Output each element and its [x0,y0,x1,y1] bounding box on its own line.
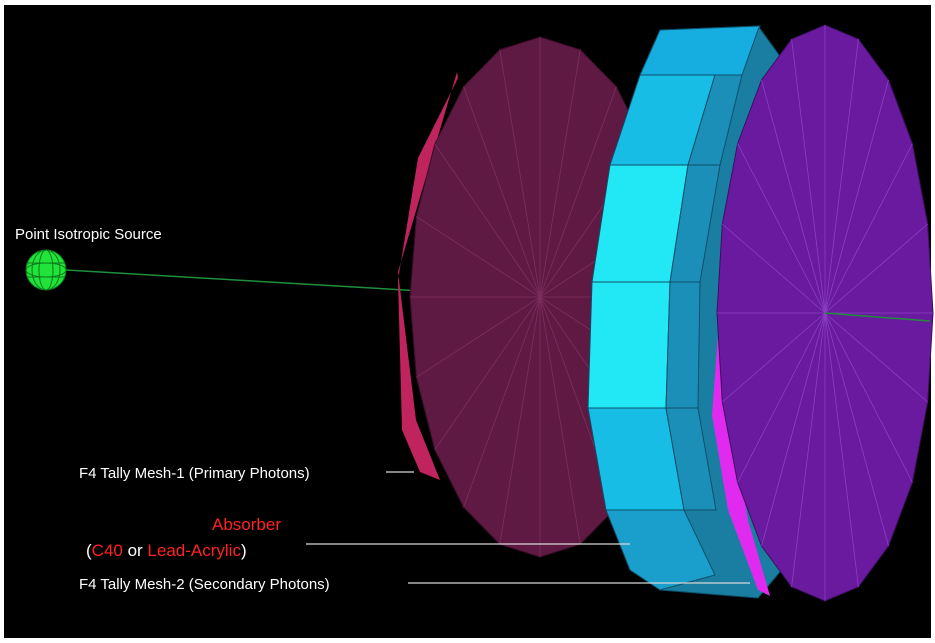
absorber-open-paren: ( [86,541,92,560]
disc-spoke [824,312,859,587]
absorber-materials: (C40 or Lead-Acrylic) [86,541,247,560]
absorber-segment-4 [587,281,671,409]
disc-spoke [761,312,826,547]
disc-spoke [824,312,889,547]
disc-spoke [722,223,826,314]
disc-spoke [791,39,826,314]
disc-spoke [791,312,826,587]
disc-spoke [434,296,541,451]
disc-spoke [722,312,826,403]
disc-spoke [824,223,928,314]
beam-axis-front [824,312,931,322]
disc-spoke [463,296,541,508]
absorber-inner-4 [665,281,701,409]
disc-spoke [416,216,541,298]
disc-spoke [824,312,913,483]
disc-spoke [499,296,541,545]
mesh1-rim [398,72,458,480]
mesh2-spokes [717,25,933,601]
disc-spoke [539,49,581,298]
disc-spoke [434,143,541,298]
absorber-close-paren: ) [241,541,247,560]
absorber-material-lead-acrylic: Lead-Acrylic [147,541,241,560]
disc-spoke [824,312,928,403]
disc-spoke [737,312,826,483]
disc-spoke [499,49,541,298]
disc-spoke [463,86,541,298]
disc-spoke [539,86,617,298]
disc-spoke [761,79,826,314]
disc-spoke [416,296,541,378]
mesh2-rim [712,75,780,596]
source-label: Point Isotropic Source [15,226,162,243]
disc-spoke [824,39,859,314]
absorber-material-c40: C40 [92,541,123,560]
absorber-inner-5 [665,407,717,511]
absorber-title: Absorber [212,515,281,534]
mesh2-label: F4 Tally Mesh-2 (Secondary Photons) [79,576,330,593]
disc-spoke [737,143,826,314]
source-sphere-icon [25,249,67,291]
disc-spoke [824,143,913,314]
mesh1-label: F4 Tally Mesh-1 (Primary Photons) [79,465,310,482]
disc-spoke [824,79,889,314]
absorber-or: or [123,541,148,560]
absorber-top-segment [639,25,761,76]
disc-spoke [539,296,581,545]
